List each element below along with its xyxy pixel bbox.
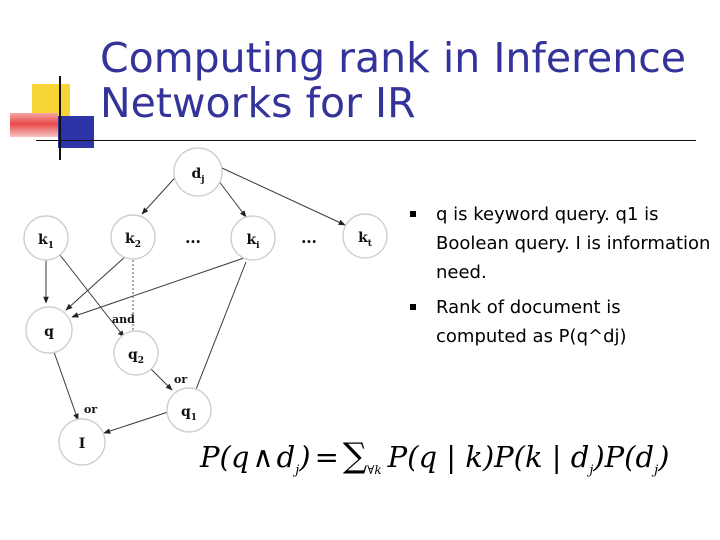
edge-label-or-q1: or [174,373,187,386]
formula-and-symbol: ∧ [252,440,274,474]
slide-title-line-1: Computing rank in Inference [100,34,686,82]
slide-title-line-2: Networks for IR [100,79,416,127]
slide-title: Computing rank in Inference Networks for… [100,36,700,126]
bullet-list: q is keyword query. q1 is Boolean query.… [410,200,715,357]
node-q: q [25,306,73,354]
node-k1: k1 [23,215,69,261]
bullet-text: Rank of document is computed as P(q^dj) [436,297,627,347]
edge-label-and: and [112,313,135,326]
node-dj: dj [173,147,223,197]
formula-lhs-d: d [276,440,296,474]
node-q2: q2 [113,330,159,376]
formula-term2-close: ) [658,440,670,474]
edge-q1-i [103,411,169,434]
formula-lhs-sub: j [295,462,300,478]
edge-k1-q2 [59,254,125,338]
edge-q2-q1 [149,367,173,391]
decor-red-bar [10,113,58,137]
node-ki: ki [230,215,276,261]
node-k2: k2 [110,214,156,260]
node-q-label: q [44,324,54,340]
edge-ki-q [71,257,245,318]
bullet-item: q is keyword query. q1 is Boolean query.… [410,200,715,287]
edge-q-i [53,351,79,421]
edge-dj-kt [221,167,346,226]
title-underline [36,140,696,141]
ellipsis-1: … [185,228,201,247]
node-q2-label: q2 [128,347,144,366]
node-i: I [58,418,106,466]
node-i-label: I [79,436,86,452]
node-k2-label: k2 [125,231,141,250]
node-dj-label: dj [191,166,204,185]
node-ki-label: ki [246,232,260,251]
bullet-item: Rank of document is computed as P(q^dj) [410,293,715,351]
node-kt: kt [342,213,388,259]
decor-blue-square [58,116,94,148]
inference-network-diagram: dj k1 k2 ki kt q q2 q1 [23,147,388,466]
nodes: dj k1 k2 ki kt q q2 q1 [23,147,388,466]
node-q1: q1 [166,387,212,433]
node-k1-label: k1 [38,232,54,251]
edge-ki-q1 [192,261,247,398]
formula-term1-sub: j [589,462,594,478]
formula-sum-sub: ∀k [367,462,382,477]
edge-k2-q [65,255,127,311]
formula-term1: P(q | k)P(k | d [387,440,590,474]
node-kt-label: kt [358,230,373,249]
formula-lhs-p: P(q [200,440,250,474]
bullet-square-icon [410,211,416,217]
formula-lhs-close: ) [299,440,311,474]
decor-vertical-line [59,76,61,160]
bullet-square-icon [410,304,416,310]
formula-term1-close: )P(d [593,440,655,474]
formula-term2-sub: j [654,462,659,478]
formula-equals: = [314,440,339,474]
edge-label-or-i: or [84,403,97,416]
bullet-text: q is keyword query. q1 is Boolean query.… [436,204,711,283]
formula-sum: ∑ [342,436,368,476]
edges [43,167,346,434]
node-q1-label: q1 [181,404,197,423]
ellipsis-2: … [301,228,317,247]
